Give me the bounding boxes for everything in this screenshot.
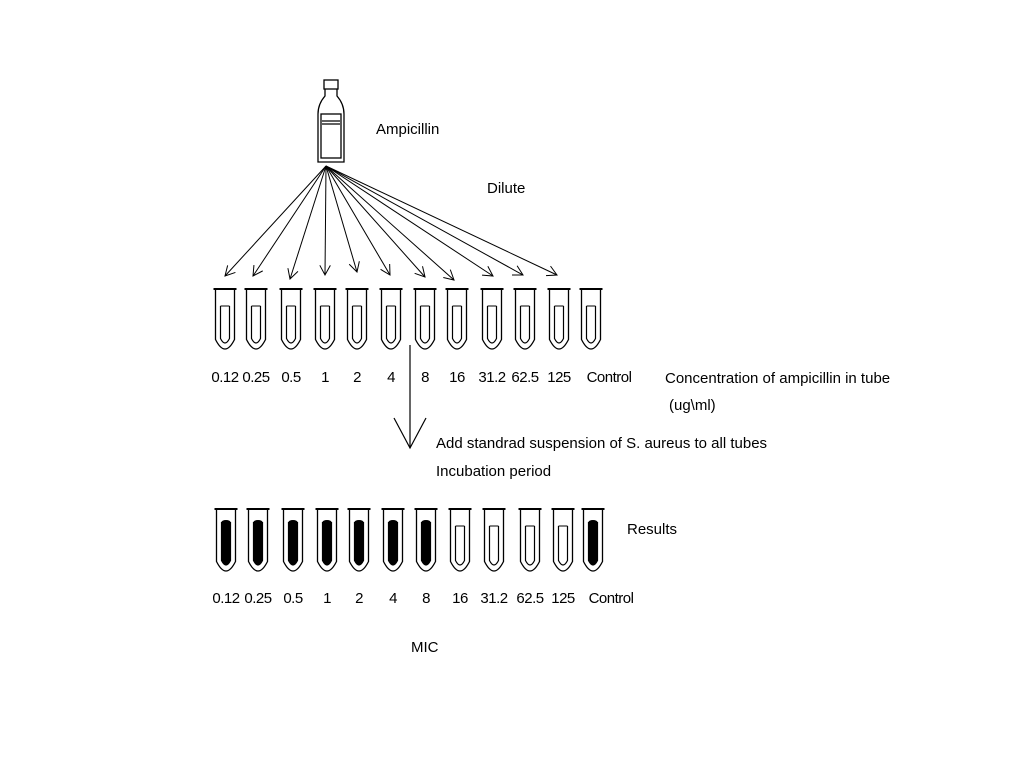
tube-concentration-label: Control: [586, 369, 632, 386]
tube-concentration-label: 125: [547, 369, 571, 386]
ampicillin-bottle-icon: [317, 79, 345, 163]
dilution-arrow: [325, 165, 558, 277]
concentration-caption: Concentration of ampicillin in tube: [665, 370, 891, 387]
result-concentration-label: 4: [389, 590, 397, 607]
result-concentration-label: 16: [452, 590, 468, 607]
tube-concentration-label: 8: [421, 369, 429, 386]
tube-clear: [480, 288, 504, 350]
top-tube-row: [213, 288, 603, 350]
dilution-arrow: [319, 165, 331, 277]
result-concentration-label: 31.2: [480, 590, 508, 607]
tube-clear: [579, 288, 603, 350]
tube-growth: [414, 508, 438, 572]
tube-clear: [244, 288, 268, 350]
dilution-arrow: [325, 165, 494, 277]
tube-concentration-label: 31.2: [478, 369, 506, 386]
down-arrow-icon: [393, 345, 427, 450]
dilution-arrow: [287, 165, 327, 280]
tube-concentration-label: 0.12: [211, 369, 239, 386]
tube-clear: [213, 288, 237, 350]
add-suspension-label: Add standrad suspension of S. aureus to …: [436, 435, 768, 452]
dilution-arrow: [325, 165, 426, 278]
incubation-label: Incubation period: [436, 463, 552, 480]
results-label: Results: [627, 521, 678, 538]
dilution-arrow: [325, 165, 524, 276]
result-concentration-label: 8: [422, 590, 430, 607]
tube-concentration-label: 4: [387, 369, 395, 386]
tube-clear: [551, 508, 575, 572]
tube-clear: [313, 288, 337, 350]
tube-clear: [345, 288, 369, 350]
tube-clear: [513, 288, 537, 350]
dilution-arrows: [224, 165, 558, 281]
result-concentration-label: 1: [323, 590, 331, 607]
tube-growth: [315, 508, 339, 572]
tube-clear: [448, 508, 472, 572]
tube-clear: [279, 288, 303, 350]
ampicillin-label: Ampicillin: [376, 121, 440, 138]
tube-concentration-label: 0.25: [242, 369, 270, 386]
tube-concentration-label: 62.5: [511, 369, 539, 386]
tube-growth: [214, 508, 238, 572]
dilute-label: Dilute: [487, 180, 526, 197]
result-concentration-label: 2: [355, 590, 363, 607]
dilution-arrow: [252, 165, 327, 277]
tube-growth: [581, 508, 605, 572]
tube-clear: [445, 288, 469, 350]
result-concentration-label: Control: [588, 590, 634, 607]
tube-growth: [281, 508, 305, 572]
tube-clear: [518, 508, 542, 572]
tube-concentration-label: 2: [353, 369, 361, 386]
tube-clear: [413, 288, 437, 350]
mic-label: MIC: [411, 639, 439, 656]
tube-clear: [482, 508, 506, 572]
tube-growth: [347, 508, 371, 572]
tube-growth: [246, 508, 270, 572]
result-concentration-label: 125: [551, 590, 575, 607]
dilution-arrow: [325, 165, 455, 281]
tube-concentration-label: 16: [449, 369, 465, 386]
concentration-unit: (ug\ml): [669, 397, 716, 414]
result-concentration-label: 0.12: [212, 590, 240, 607]
dilution-arrow: [224, 165, 327, 277]
dilution-arrow: [325, 165, 360, 274]
dilution-arrow: [325, 165, 391, 276]
result-tube-row: [214, 508, 605, 572]
tube-clear: [379, 288, 403, 350]
tube-clear: [547, 288, 571, 350]
result-concentration-label: 62.5: [516, 590, 544, 607]
tube-growth: [381, 508, 405, 572]
tube-concentration-label: 0.5: [281, 369, 301, 386]
result-concentration-label: 0.5: [283, 590, 303, 607]
result-concentration-label: 0.25: [244, 590, 272, 607]
tube-concentration-label: 1: [321, 369, 329, 386]
